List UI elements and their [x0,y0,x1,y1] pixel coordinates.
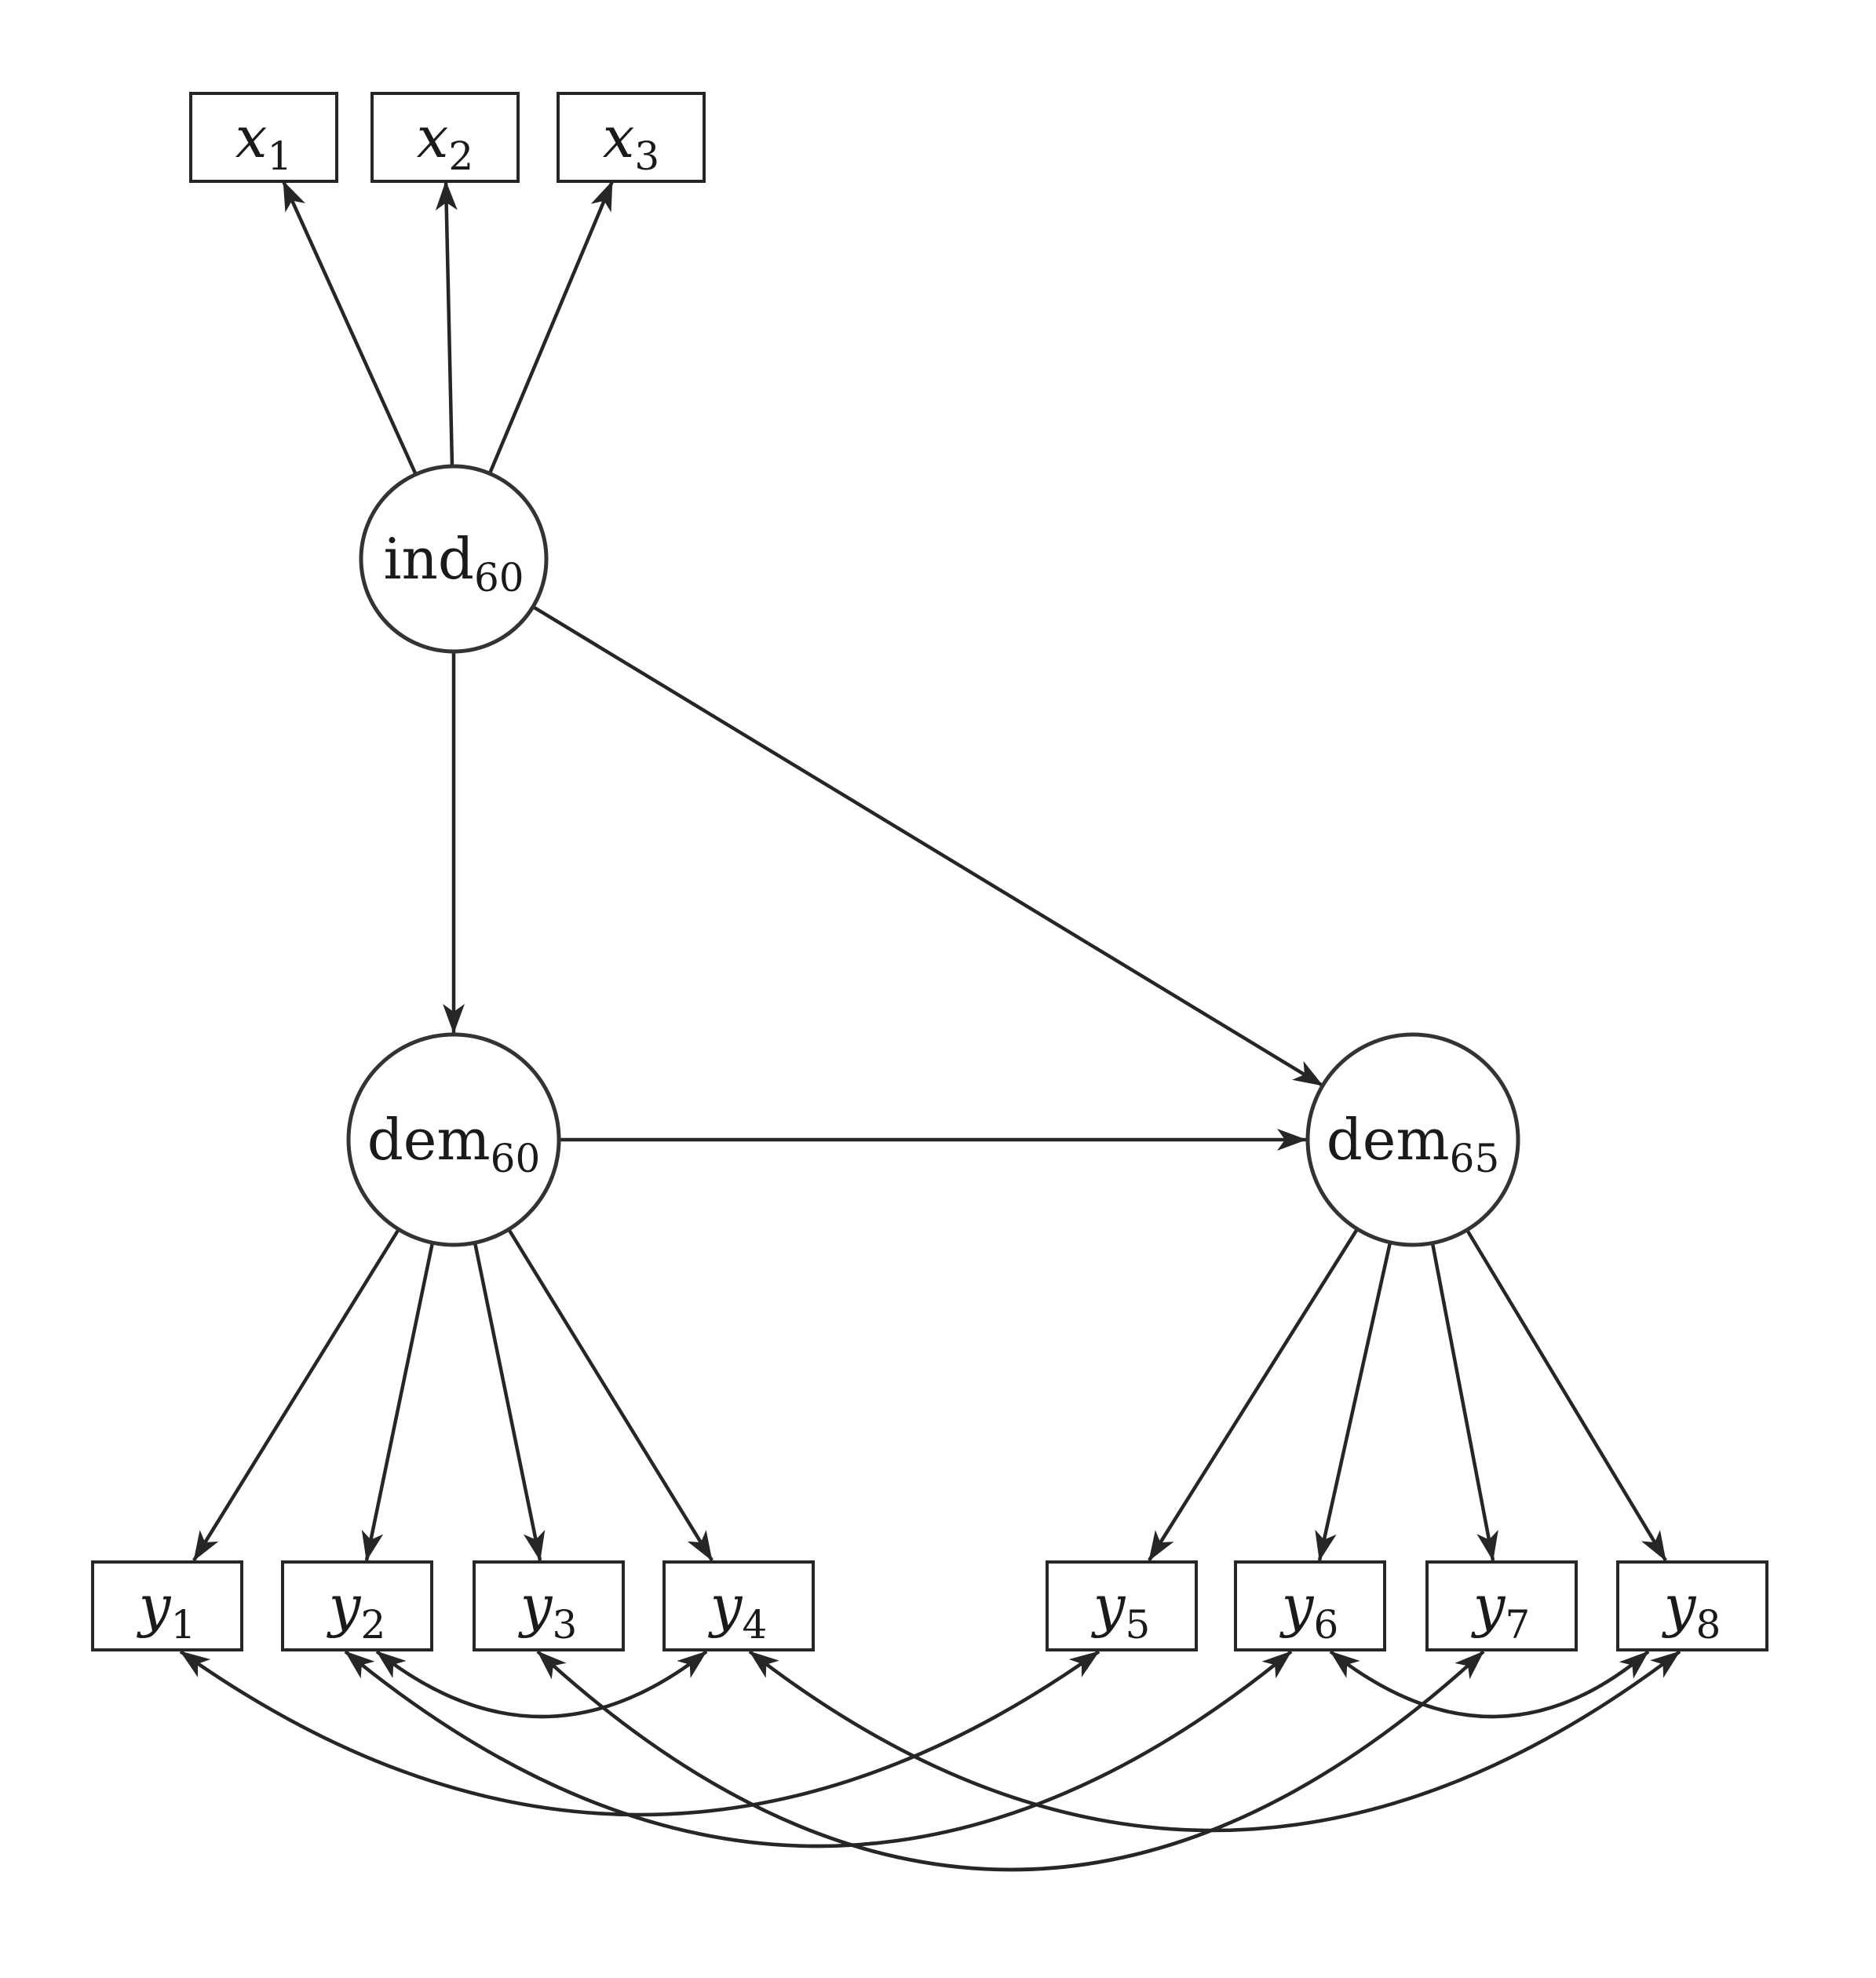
y5-box [1046,1560,1198,1651]
y8-label: y8 [1662,1573,1721,1648]
covariance-y2-y4 [375,1650,708,1719]
node-x3: x3 [557,92,706,183]
dem60-circle [346,1032,561,1247]
x3-label: x3 [603,104,659,179]
covariance-y1-y5 [179,1650,1100,1817]
node-x2: x2 [370,92,520,183]
node-dem60: dem60 [346,1032,561,1247]
node-ind60: ind60 [359,464,549,654]
y1-box [91,1560,243,1651]
path-dem60-y3 [473,1242,546,1561]
path-dem65-y8 [1465,1228,1667,1562]
covariance-y6-y8 [1329,1650,1650,1719]
x1-box [189,92,338,183]
node-y8: y8 [1616,1560,1768,1651]
y8-box [1616,1560,1768,1651]
covariance-y2-y6 [344,1650,1293,1848]
y4-label: y4 [708,1573,768,1648]
node-y7: y7 [1425,1560,1578,1651]
node-y4: y4 [662,1560,815,1651]
path-ind60-dem65 [531,605,1324,1087]
ind60-circle [359,464,549,654]
path-dem65-y7 [1430,1243,1498,1561]
directed-edges [192,181,1667,1562]
y2-label: y2 [327,1573,386,1648]
covariance-edges [179,1650,1681,1872]
x2-box [370,92,520,183]
path-dem65-y6 [1315,1242,1392,1561]
y3-box [473,1560,625,1651]
path-dem60-y4 [507,1228,714,1562]
ind60-label: ind60 [383,526,524,600]
covariance-y3-y7 [536,1650,1485,1872]
path-ind60-x1 [281,181,418,476]
x1-label: x1 [235,104,292,179]
y6-label: y6 [1279,1573,1339,1648]
path-dem60-y2 [361,1242,435,1561]
node-y6: y6 [1234,1560,1386,1651]
node-x1: x1 [189,92,338,183]
path-ind60-x3 [487,181,615,474]
node-dem65: dem65 [1305,1032,1520,1247]
y3-label: y3 [518,1573,578,1648]
y2-box [281,1560,433,1651]
covariance-y4-y8 [748,1650,1681,1833]
path-dem60-y1 [192,1228,400,1562]
y4-box [662,1560,815,1651]
dem60-label: dem60 [367,1107,541,1181]
y6-box [1234,1560,1386,1651]
path-dem65-y5 [1148,1228,1359,1562]
node-y1: y1 [91,1560,243,1651]
y7-label: y7 [1471,1573,1531,1648]
node-y5: y5 [1046,1560,1198,1651]
node-y3: y3 [473,1560,625,1651]
x3-box [557,92,706,183]
y7-box [1425,1560,1578,1651]
y1-label: y1 [137,1573,196,1648]
x2-label: x2 [417,104,473,179]
node-y2: y2 [281,1560,433,1651]
dem65-circle [1305,1032,1520,1247]
y5-label: y5 [1091,1573,1151,1648]
dem65-label: dem65 [1327,1107,1500,1181]
path-ind60-x2 [435,181,458,467]
